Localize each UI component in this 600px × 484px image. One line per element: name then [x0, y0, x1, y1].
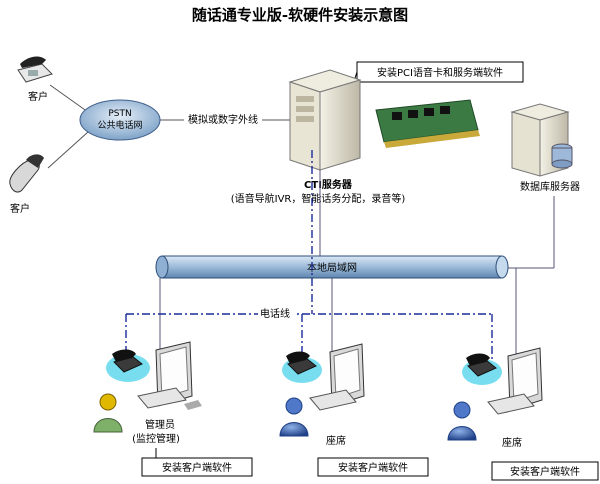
- workstation-role: 管理员: [145, 418, 175, 431]
- lan-pipe: 本地局域网: [155, 255, 509, 279]
- cti-server-desc: (语音导航IVR，智能话务分配，录音等): [231, 192, 406, 205]
- computer-monitor-icon: [309, 343, 365, 411]
- client-software-label: 安装客户端软件: [510, 465, 580, 478]
- client-software-box: [491, 461, 599, 481]
- user-icon: [93, 393, 123, 433]
- workstation-role: 座席: [502, 436, 522, 449]
- workstation-agent: [447, 347, 543, 441]
- pci-card-icon: [375, 99, 480, 148]
- client-software-box: [317, 457, 429, 477]
- lan-label: 本地局域网: [307, 261, 357, 274]
- user-icon: [279, 397, 309, 437]
- desk-phone-icon: [462, 353, 502, 385]
- customer-label: 客户: [10, 202, 30, 215]
- computer-monitor-icon: [487, 347, 543, 415]
- lan-drops: [159, 170, 555, 368]
- desk-phone-icon: [106, 349, 150, 382]
- customer-phone-icon: [17, 56, 53, 83]
- pstn-sublabel: 公共电话网: [97, 119, 142, 131]
- customer-mobile-icon: [9, 154, 44, 193]
- client-software-box: [141, 457, 253, 477]
- user-icon: [447, 401, 477, 441]
- db-server-label: 数据库服务器: [520, 180, 580, 193]
- workstation-admin: [93, 341, 202, 433]
- pstn-network: PSTN 公共电话网: [79, 99, 161, 141]
- pstn-label: PSTN: [108, 109, 131, 119]
- client-software-label: 安装客户端软件: [162, 461, 232, 474]
- cti-server-label: CTI服务器: [304, 178, 353, 191]
- workstation-role-sub: (监控管理): [132, 432, 180, 445]
- db-server-icon: [510, 103, 573, 177]
- pci-callout-label: 安装PCI语音卡和服务端软件: [377, 66, 503, 79]
- workstation-agent: [279, 343, 365, 437]
- computer-monitor-icon: [137, 341, 202, 410]
- desk-phone-icon: [282, 351, 322, 383]
- phone-line-label: 电话线: [260, 307, 290, 320]
- customer-label: 客户: [28, 90, 48, 103]
- workstation-role: 座席: [326, 434, 346, 447]
- diagram-title: 随话通专业版-软硬件安装示意图: [192, 6, 408, 24]
- cti-server-icon: [288, 69, 362, 171]
- client-software-label: 安装客户端软件: [338, 461, 408, 474]
- trunk-label: 模拟或数字外线: [188, 113, 258, 126]
